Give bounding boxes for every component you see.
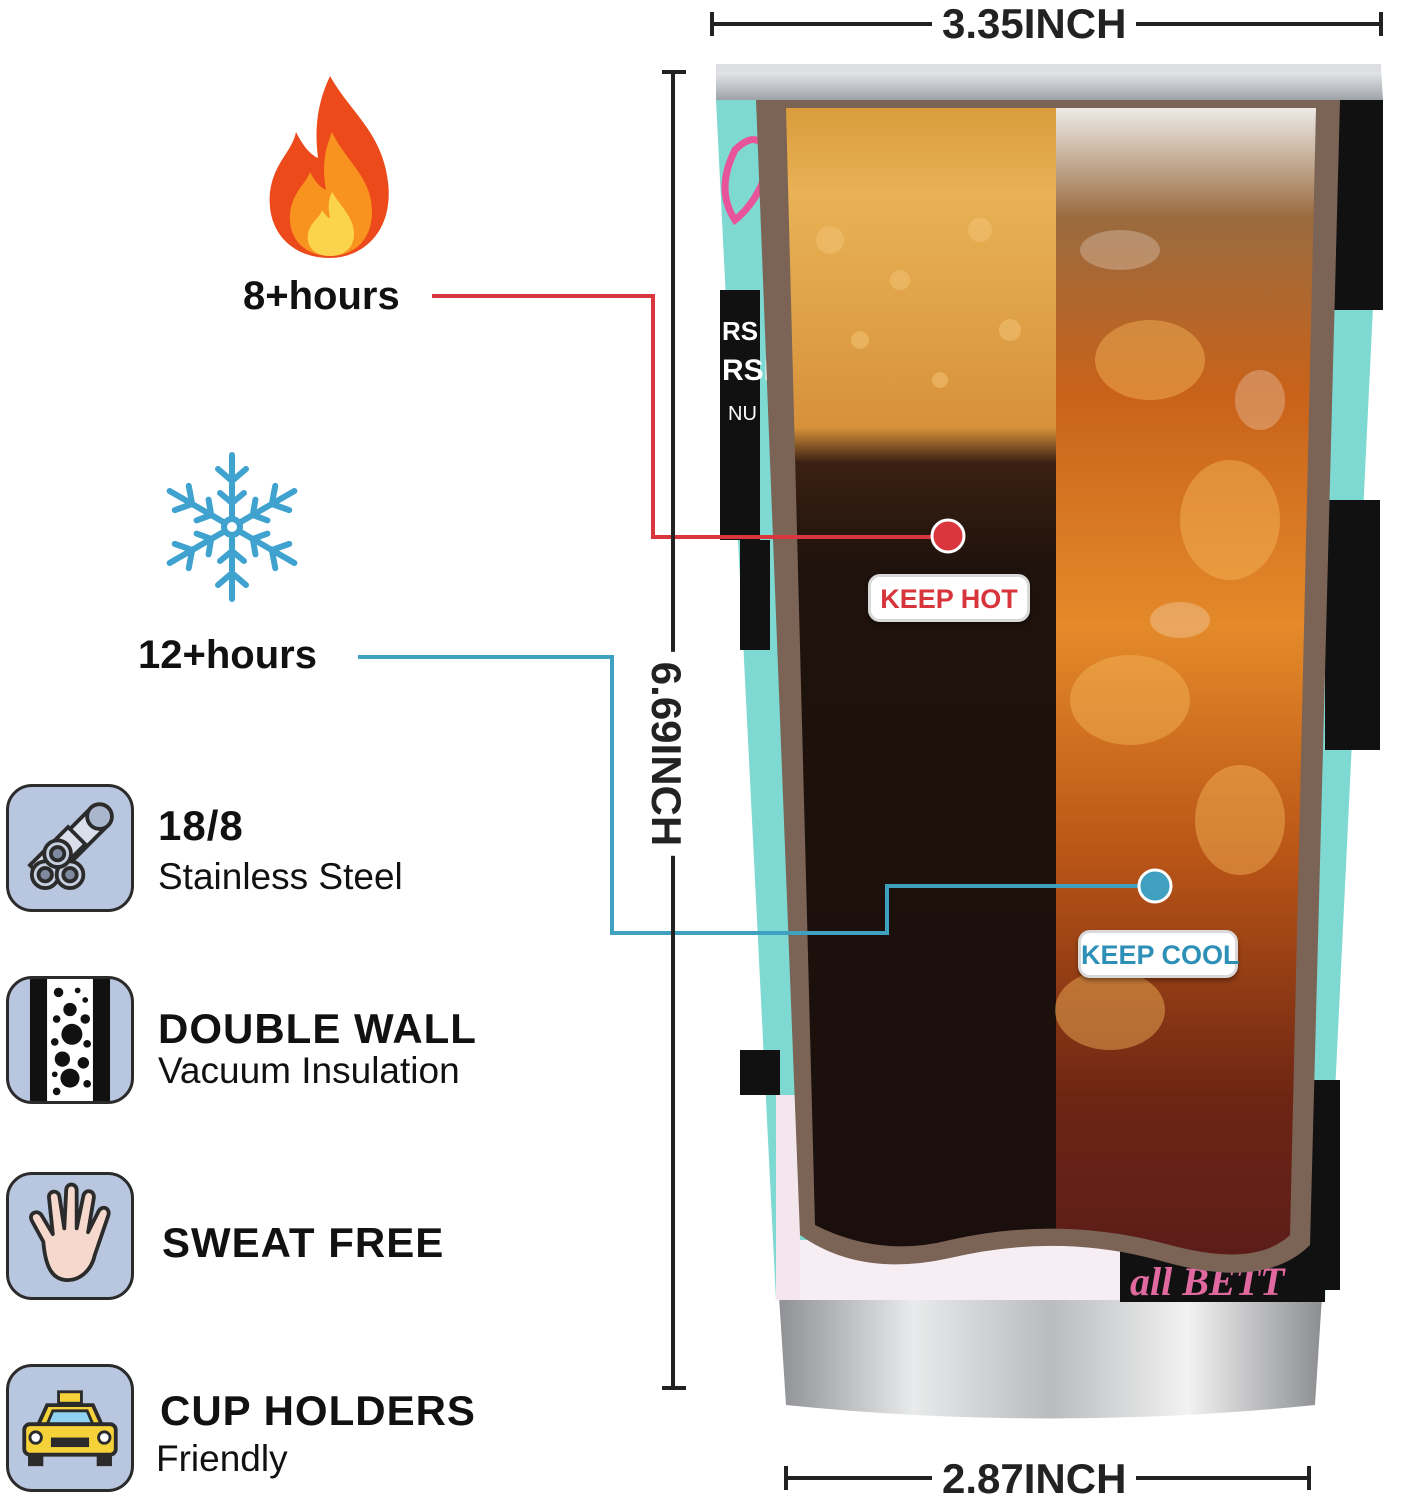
feature-title-cup-holders: CUP HOLDERS <box>160 1387 476 1434</box>
feature-subtitle-steel: Stainless Steel <box>158 856 403 897</box>
snowflake-icon <box>146 452 318 602</box>
hand-icon <box>6 1172 134 1300</box>
cool-dot <box>1137 868 1173 904</box>
feature-title-steel: 18/8 <box>158 802 244 849</box>
feature-title-sweat-free: SWEAT FREE <box>162 1219 445 1266</box>
feature-subtitle-double-wall: Vacuum Insulation <box>158 1050 460 1091</box>
bottom-width-label: 2.87INCH <box>932 1455 1137 1503</box>
svg-text:NU: NU <box>728 403 757 425</box>
iced-drink <box>1056 108 1316 1255</box>
taxi-icon <box>6 1364 134 1492</box>
hot-hours-label: 8+hours <box>243 274 400 318</box>
svg-text:RS: RS <box>722 316 758 346</box>
hot-connector-line <box>432 294 948 539</box>
top-width-label: 3.35INCH <box>932 0 1137 48</box>
hot-coffee <box>786 108 1058 1255</box>
height-label: 6.69INCH <box>642 651 691 857</box>
flame-icon <box>262 72 398 262</box>
keep-hot-badge: KEEP HOT <box>868 574 1030 622</box>
lid <box>716 66 1383 100</box>
vacuum-bubbles-icon <box>6 976 134 1104</box>
feature-subtitle-cup-holders: Friendly <box>156 1438 288 1479</box>
feature-title-double-wall: DOUBLE WALL <box>158 1005 477 1052</box>
cold-hours-label: 12+hours <box>138 633 317 677</box>
hot-dot <box>930 518 966 554</box>
cool-connector-line <box>358 655 1155 935</box>
keep-cool-badge: KEEP COOL <box>1078 930 1240 978</box>
steel-pipes-icon <box>6 784 134 912</box>
